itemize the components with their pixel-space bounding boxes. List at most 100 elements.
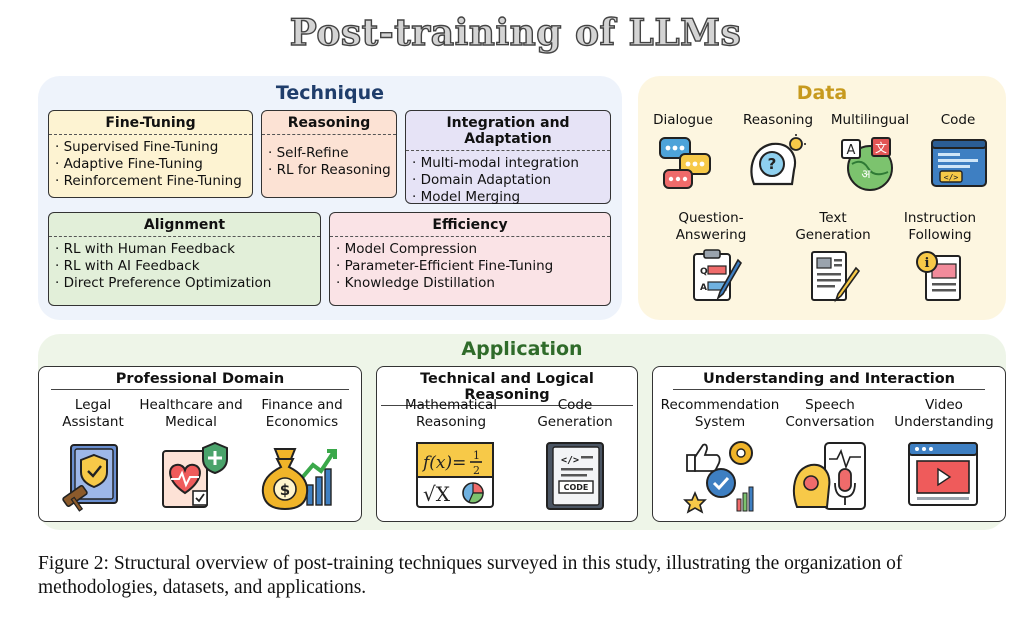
svg-text:?: ? xyxy=(768,155,777,173)
code-window-icon: </> xyxy=(931,139,987,187)
label-line: Medical xyxy=(165,414,217,430)
efficiency-title: Efficiency xyxy=(330,213,610,237)
reasoning-item: · RL for Reasoning xyxy=(268,162,391,178)
clipboard-qa-icon: Q A xyxy=(693,249,742,301)
info-document-icon: i xyxy=(916,251,961,301)
app-label-healthcare: Healthcare and Medical xyxy=(135,397,247,431)
figure-title: Post-training of LLMs xyxy=(289,11,742,54)
label-line: Legal xyxy=(74,397,112,413)
reasoning-title: Reasoning xyxy=(262,111,396,135)
label-line: Answering xyxy=(675,227,747,243)
money-bag-chart-icon: $ xyxy=(261,448,337,511)
data-label-dialogue: Dialogue xyxy=(653,112,713,128)
reasoning-item: · Self-Refine xyxy=(268,145,349,161)
label-line: Reasoning xyxy=(415,414,487,430)
data-label-question-answering: Question- Answering xyxy=(666,210,756,244)
app-label-video: Video Understanding xyxy=(885,397,1003,431)
technical-reasoning-title: Technical and Logical Reasoning xyxy=(381,367,633,406)
understanding-interaction-title: Understanding and Interaction xyxy=(673,367,985,390)
label-line: Generation xyxy=(537,414,613,430)
label-line: Speech xyxy=(805,397,855,413)
svg-text:文: 文 xyxy=(875,140,887,155)
app-label-finance: Finance and Economics xyxy=(247,397,357,431)
svg-text:CODE: CODE xyxy=(564,483,589,492)
svg-text:i: i xyxy=(925,256,930,271)
alignment-title: Alignment xyxy=(49,213,320,237)
understanding-interaction-box: Understanding and Interaction Recommenda… xyxy=(652,366,1006,522)
fine-tuning-item: · Adaptive Fine-Tuning xyxy=(55,156,203,172)
translation-globe-icon: A 文 अ xyxy=(841,137,893,191)
app-label-speech: Speech Conversation xyxy=(777,397,883,431)
label-line: Healthcare and xyxy=(139,397,243,413)
data-panel: Data Dialogue Reasoning ? Multilingual A… xyxy=(638,76,1006,320)
document-pen-icon xyxy=(811,251,860,303)
label-line: Video xyxy=(925,397,963,413)
svg-text:1: 1 xyxy=(473,449,480,462)
label-line: Question- xyxy=(678,210,744,226)
technique-title: Technique xyxy=(275,82,385,104)
svg-text:</>: </> xyxy=(561,455,579,466)
alignment-item: · RL with Human Feedback xyxy=(55,241,235,257)
professional-domain-title: Professional Domain xyxy=(51,367,349,390)
efficiency-item: · Knowledge Distillation xyxy=(336,275,495,291)
math-board-icon: f(x)= 1 2 √X xyxy=(416,442,494,508)
label-line: Understanding xyxy=(894,414,994,430)
head-lightbulb-icon: ? xyxy=(750,134,806,186)
legal-shield-gavel-icon xyxy=(62,444,118,512)
efficiency-box: Efficiency · Model Compression · Paramet… xyxy=(329,212,611,306)
data-label-code: Code xyxy=(940,112,976,128)
svg-text:A: A xyxy=(847,143,856,158)
figure-caption: Figure 2: Structural overview of post-tr… xyxy=(38,553,903,598)
fine-tuning-item: · Supervised Fine-Tuning xyxy=(55,139,219,155)
label-line: System xyxy=(694,414,746,430)
efficiency-item: · Model Compression xyxy=(336,241,478,257)
integration-title: Integration and Adaptation xyxy=(406,111,610,151)
alignment-box: Alignment · RL with Human Feedback · RL … xyxy=(48,212,321,306)
medical-heart-icon xyxy=(162,441,228,508)
technique-panel: Technique Fine-Tuning · Supervised Fine-… xyxy=(38,76,622,320)
professional-domain-box: Professional Domain Legal Assistant Heal… xyxy=(38,366,362,522)
data-title: Data xyxy=(796,82,848,104)
svg-text:अ: अ xyxy=(861,167,871,181)
app-label-code-generation: Code Generation xyxy=(515,397,635,431)
application-title: Application xyxy=(461,338,583,360)
efficiency-item: · Parameter-Efficient Fine-Tuning xyxy=(336,258,554,274)
label-line: Recommendation xyxy=(660,397,780,413)
technical-reasoning-box: Technical and Logical Reasoning Mathemat… xyxy=(376,366,638,522)
svg-text:Q: Q xyxy=(700,267,708,277)
fine-tuning-box: Fine-Tuning · Supervised Fine-Tuning · A… xyxy=(48,110,253,198)
label-line: Text xyxy=(819,210,847,226)
fine-tuning-item: · Reinforcement Fine-Tuning xyxy=(55,173,242,189)
svg-text:√X: √X xyxy=(423,482,451,506)
svg-text:2: 2 xyxy=(473,464,480,477)
label-line: Following xyxy=(908,227,972,243)
code-book-icon: </> CODE xyxy=(546,442,604,510)
label-line: Finance and xyxy=(261,397,343,413)
alignment-item: · RL with AI Feedback xyxy=(55,258,200,274)
data-label-reasoning: Reasoning xyxy=(742,112,814,128)
app-label-recommendation: Recommendation System xyxy=(659,397,781,431)
label-line: Code xyxy=(557,397,593,413)
label-line: Generation xyxy=(795,227,871,243)
label-line: Mathematical xyxy=(405,397,497,413)
label-line: Assistant xyxy=(62,414,124,430)
alignment-item: · Direct Preference Optimization xyxy=(55,275,272,291)
svg-text:$: $ xyxy=(280,481,290,499)
label-line: Economics xyxy=(265,414,339,430)
integration-item: · Domain Adaptation xyxy=(412,172,552,188)
svg-text:A: A xyxy=(700,283,707,293)
chat-bubbles-icon xyxy=(659,137,711,189)
data-label-text-generation: Text Generation xyxy=(788,210,878,244)
label-line: Conversation xyxy=(785,414,875,430)
data-label-multilingual: Multilingual xyxy=(830,112,910,128)
label-line: Instruction xyxy=(903,210,977,226)
thumbs-up-gear-icon xyxy=(683,441,754,514)
app-label-legal: Legal Assistant xyxy=(43,397,143,431)
app-label-math: Mathematical Reasoning xyxy=(389,397,513,431)
svg-text:f(x)=: f(x)= xyxy=(421,453,466,473)
svg-text:</>: </> xyxy=(944,173,959,182)
video-player-icon xyxy=(908,442,978,506)
integration-item: · Multi-modal integration xyxy=(412,155,579,171)
application-panel: Application Professional Domain Legal As… xyxy=(38,334,1006,530)
reasoning-box: Reasoning · Self-Refine · RL for Reasoni… xyxy=(261,110,397,198)
